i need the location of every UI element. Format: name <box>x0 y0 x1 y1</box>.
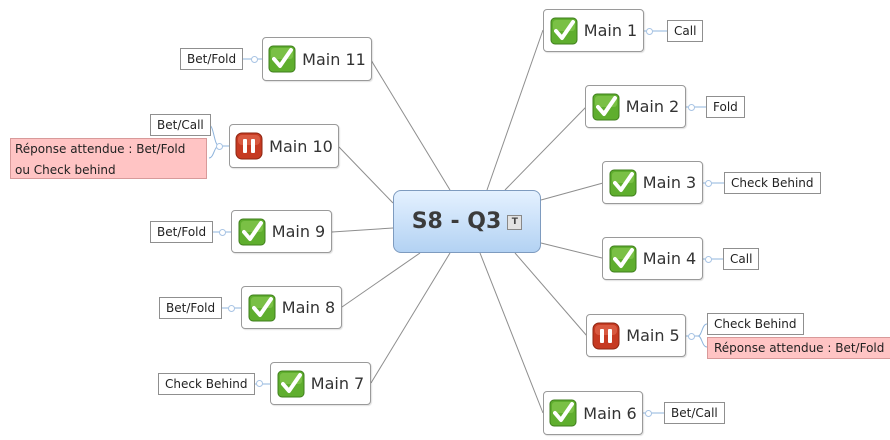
check-icon <box>609 245 637 272</box>
collapse-knob[interactable] <box>216 143 223 150</box>
answer-tag-main-4: Call <box>723 248 760 270</box>
link-main-10 <box>338 146 394 204</box>
topic-label: Main 10 <box>269 136 333 156</box>
check-icon <box>277 370 305 397</box>
link-main-7 <box>370 252 451 384</box>
check-icon <box>550 17 578 44</box>
note-icon[interactable]: T <box>507 215 523 230</box>
topic-main-6[interactable]: Main 6 <box>543 391 643 435</box>
topic-label: Main 4 <box>642 249 697 268</box>
answer-tag-main-6: Bet/Call <box>664 402 725 424</box>
collapse-knob[interactable] <box>251 56 258 63</box>
link-main-8 <box>341 252 421 308</box>
topic-label: Main 7 <box>310 374 365 393</box>
collapse-knob[interactable] <box>219 229 226 236</box>
answer-tag-main-2: Fold <box>706 96 745 118</box>
link-main-6 <box>479 252 544 414</box>
topic-main-4[interactable]: Main 4 <box>602 237 703 280</box>
answer-tag-main-5: Check Behind <box>707 313 804 335</box>
topic-main-9[interactable]: Main 9 <box>231 210 332 253</box>
check-icon <box>268 45 296 73</box>
answer-tag-main-8: Bet/Fold <box>159 297 223 319</box>
answer-tag-main-11: Bet/Fold <box>180 48 244 70</box>
pause-icon <box>235 132 263 160</box>
link-main-3 <box>540 182 604 201</box>
link-main-5 <box>514 252 588 337</box>
check-icon <box>592 93 620 120</box>
topic-label: Main 1 <box>583 21 638 40</box>
topic-label: Main 6 <box>583 403 637 423</box>
answer-tag-main-7: Check Behind <box>158 373 255 395</box>
answer-tag-main-9: Bet/Fold <box>150 221 214 243</box>
topic-label: Main 3 <box>642 173 697 192</box>
collapse-knob[interactable] <box>688 104 695 111</box>
topic-main-8[interactable]: Main 8 <box>241 286 342 329</box>
answer-tag-main-10: Bet/Call <box>150 114 211 136</box>
topic-label: Main 5 <box>626 326 680 345</box>
collapse-knob[interactable] <box>256 380 263 387</box>
collapse-knob[interactable] <box>705 256 712 263</box>
link-main-9 <box>331 227 394 233</box>
topic-main-10[interactable]: Main 10 <box>229 124 339 168</box>
answer-tag-main-3: Check Behind <box>724 172 821 194</box>
collapse-knob[interactable] <box>646 28 653 35</box>
pause-icon <box>592 322 620 349</box>
link-main-4 <box>540 242 603 259</box>
check-icon <box>609 169 637 196</box>
check-icon <box>248 294 276 321</box>
expected-answer-tag-main-10: Réponse attendue : Bet/Fold ou Check beh… <box>10 138 207 179</box>
collapse-knob[interactable] <box>705 180 712 187</box>
expected-answer-tag-main-5: Réponse attendue : Bet/Fold <box>707 337 890 359</box>
collapse-knob[interactable] <box>228 305 235 312</box>
topic-main-2[interactable]: Main 2 <box>585 85 686 128</box>
topic-label: Main 2 <box>625 97 680 116</box>
central-topic[interactable]: S8 - Q3 T <box>393 190 541 253</box>
collapse-knob[interactable] <box>688 333 695 340</box>
check-icon <box>549 399 577 427</box>
collapse-knob[interactable] <box>645 410 652 417</box>
topic-main-11[interactable]: Main 11 <box>262 37 372 81</box>
check-icon <box>238 218 266 245</box>
link-answer-5b <box>697 335 708 348</box>
link-answer-5a <box>697 323 708 337</box>
topic-label: Main 8 <box>281 298 336 317</box>
link-main-2 <box>504 106 587 191</box>
central-topic-title: S8 - Q3 <box>411 209 502 234</box>
link-main-11 <box>370 59 451 191</box>
link-main-1 <box>486 29 544 191</box>
topic-main-7[interactable]: Main 7 <box>270 362 371 405</box>
topic-main-1[interactable]: Main 1 <box>543 9 644 52</box>
topic-main-3[interactable]: Main 3 <box>602 161 703 204</box>
topic-label: Main 11 <box>302 49 366 69</box>
topic-label: Main 9 <box>271 222 326 241</box>
answer-tag-main-1: Call <box>667 20 704 42</box>
topic-main-5[interactable]: Main 5 <box>586 314 686 357</box>
